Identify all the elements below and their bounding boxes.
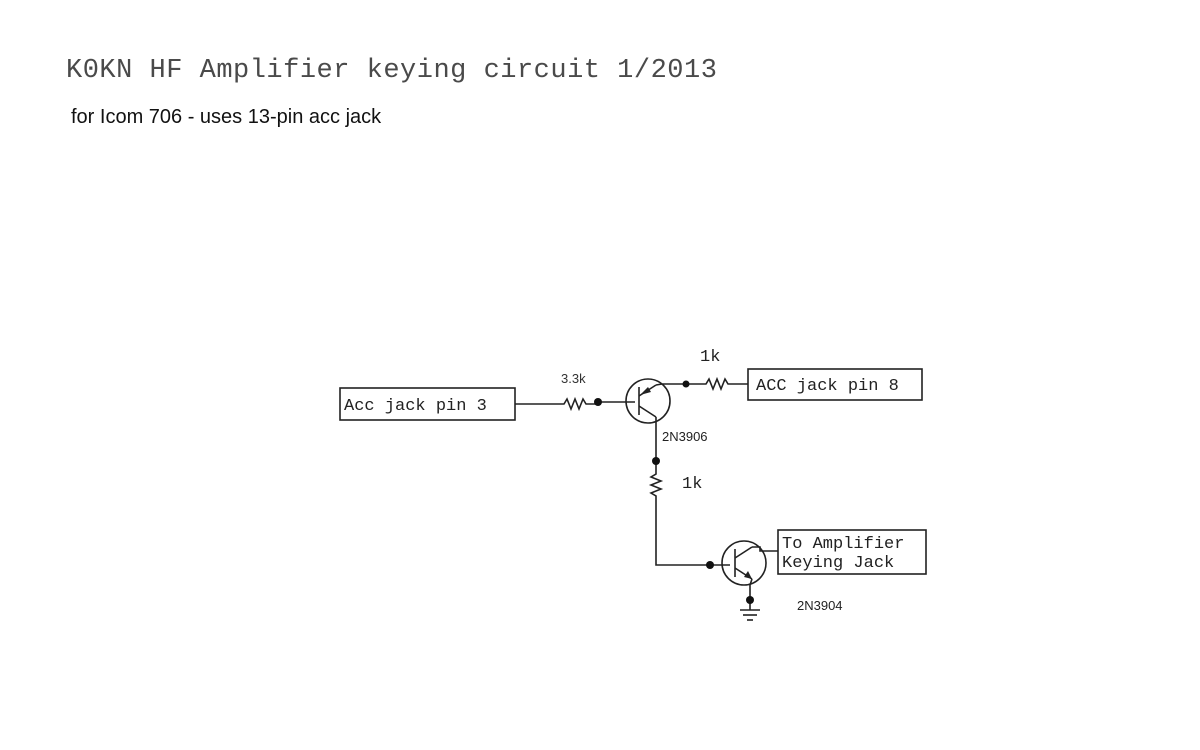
- junction-dot: [652, 457, 660, 465]
- pnp-transistor-body: [625, 378, 671, 424]
- amp-box: [777, 529, 927, 575]
- amp-box-label-line1: To Amplifier: [782, 535, 904, 554]
- output-box: [747, 368, 923, 401]
- junction-dot: [706, 561, 714, 569]
- pnp-transistor-label: 2N3906: [662, 429, 708, 444]
- npn-emitter-arrow-icon: [744, 571, 752, 579]
- resistor-1k-mid-label: 1k: [682, 475, 702, 494]
- npn-transistor-body: [721, 540, 767, 586]
- pnp-collector-leg: [638, 405, 657, 418]
- diagram-title: K0KN HF Amplifier keying circuit 1/2013: [66, 56, 718, 86]
- pnp-emitter-arrow-icon: [640, 387, 651, 395]
- resistor-3k3: [560, 396, 598, 412]
- resistor-1k-mid: [648, 461, 664, 508]
- npn-collector-leg: [734, 546, 753, 559]
- junction-dot: [746, 596, 754, 604]
- wire-pnp-emitter: [655, 383, 686, 386]
- npn-transistor-label: 2N3904: [797, 598, 843, 613]
- output-box-label: ACC jack pin 8: [756, 377, 899, 396]
- input-box-label: Acc jack pin 3: [344, 397, 487, 416]
- resistor-3k3-label: 3.3k: [561, 371, 586, 386]
- junction-dot: [682, 380, 690, 388]
- wire-npn-base: [655, 508, 730, 566]
- amp-box-label-line2: Keying Jack: [782, 554, 894, 573]
- wire-npn-emitter: [749, 578, 753, 600]
- diagram-subtitle: for Icom 706 - uses 13-pin acc jack: [71, 106, 382, 128]
- wire-npn-collector: [752, 546, 778, 552]
- resistor-1k-top-label: 1k: [700, 348, 720, 367]
- junction-dot: [594, 398, 602, 406]
- resistor-1k-top: [686, 376, 748, 392]
